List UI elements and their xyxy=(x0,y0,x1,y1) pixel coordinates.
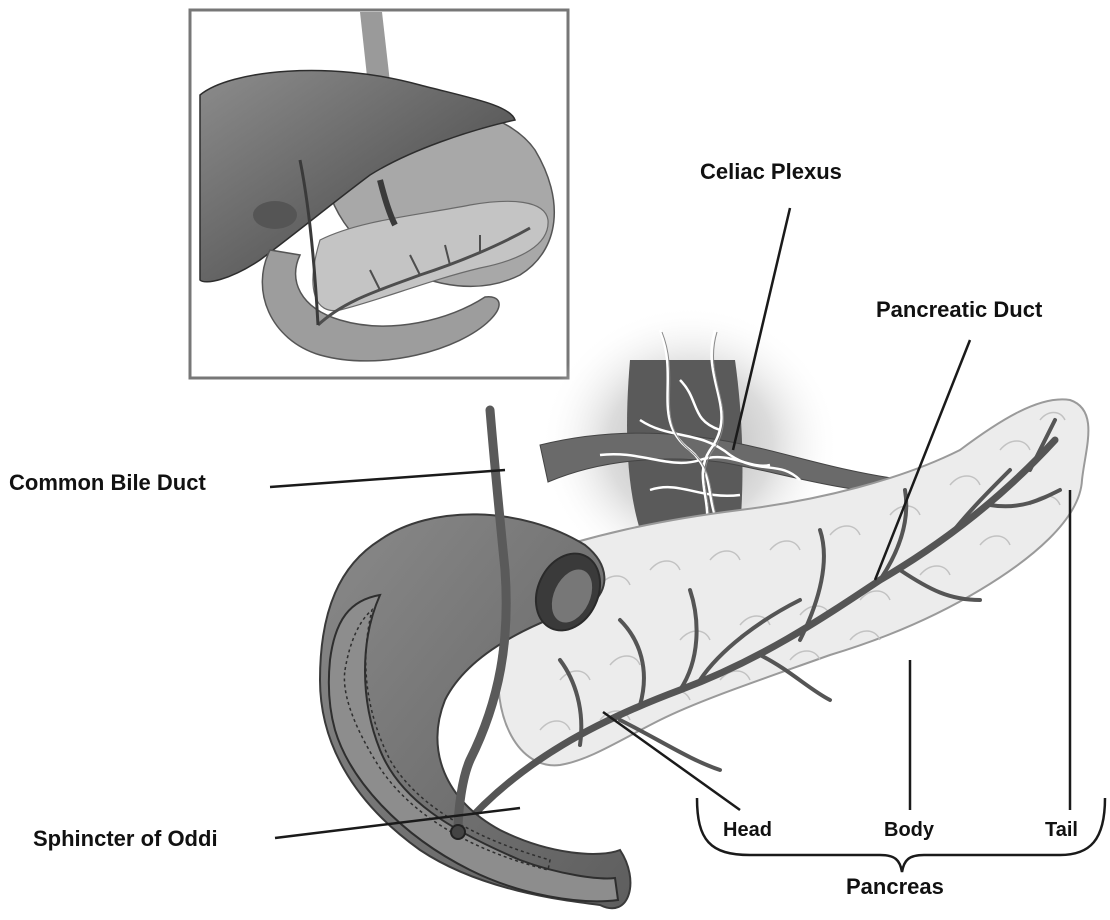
tail-label: Tail xyxy=(1045,820,1078,840)
pancreatic-duct-label: Pancreatic Duct xyxy=(876,299,1042,321)
common-bile-duct-label: Common Bile Duct xyxy=(9,472,206,494)
leader-common-bile-duct xyxy=(270,470,505,487)
sphincter-node xyxy=(451,825,465,839)
sphincter-of-oddi-label: Sphincter of Oddi xyxy=(33,828,218,850)
leader-head xyxy=(603,712,740,810)
body-label: Body xyxy=(884,820,934,840)
inset-gallbladder xyxy=(253,201,297,229)
head-label: Head xyxy=(723,820,772,840)
celiac-plexus-label: Celiac Plexus xyxy=(700,161,842,183)
inset-overview xyxy=(190,10,568,378)
pancreas-label: Pancreas xyxy=(846,876,944,898)
